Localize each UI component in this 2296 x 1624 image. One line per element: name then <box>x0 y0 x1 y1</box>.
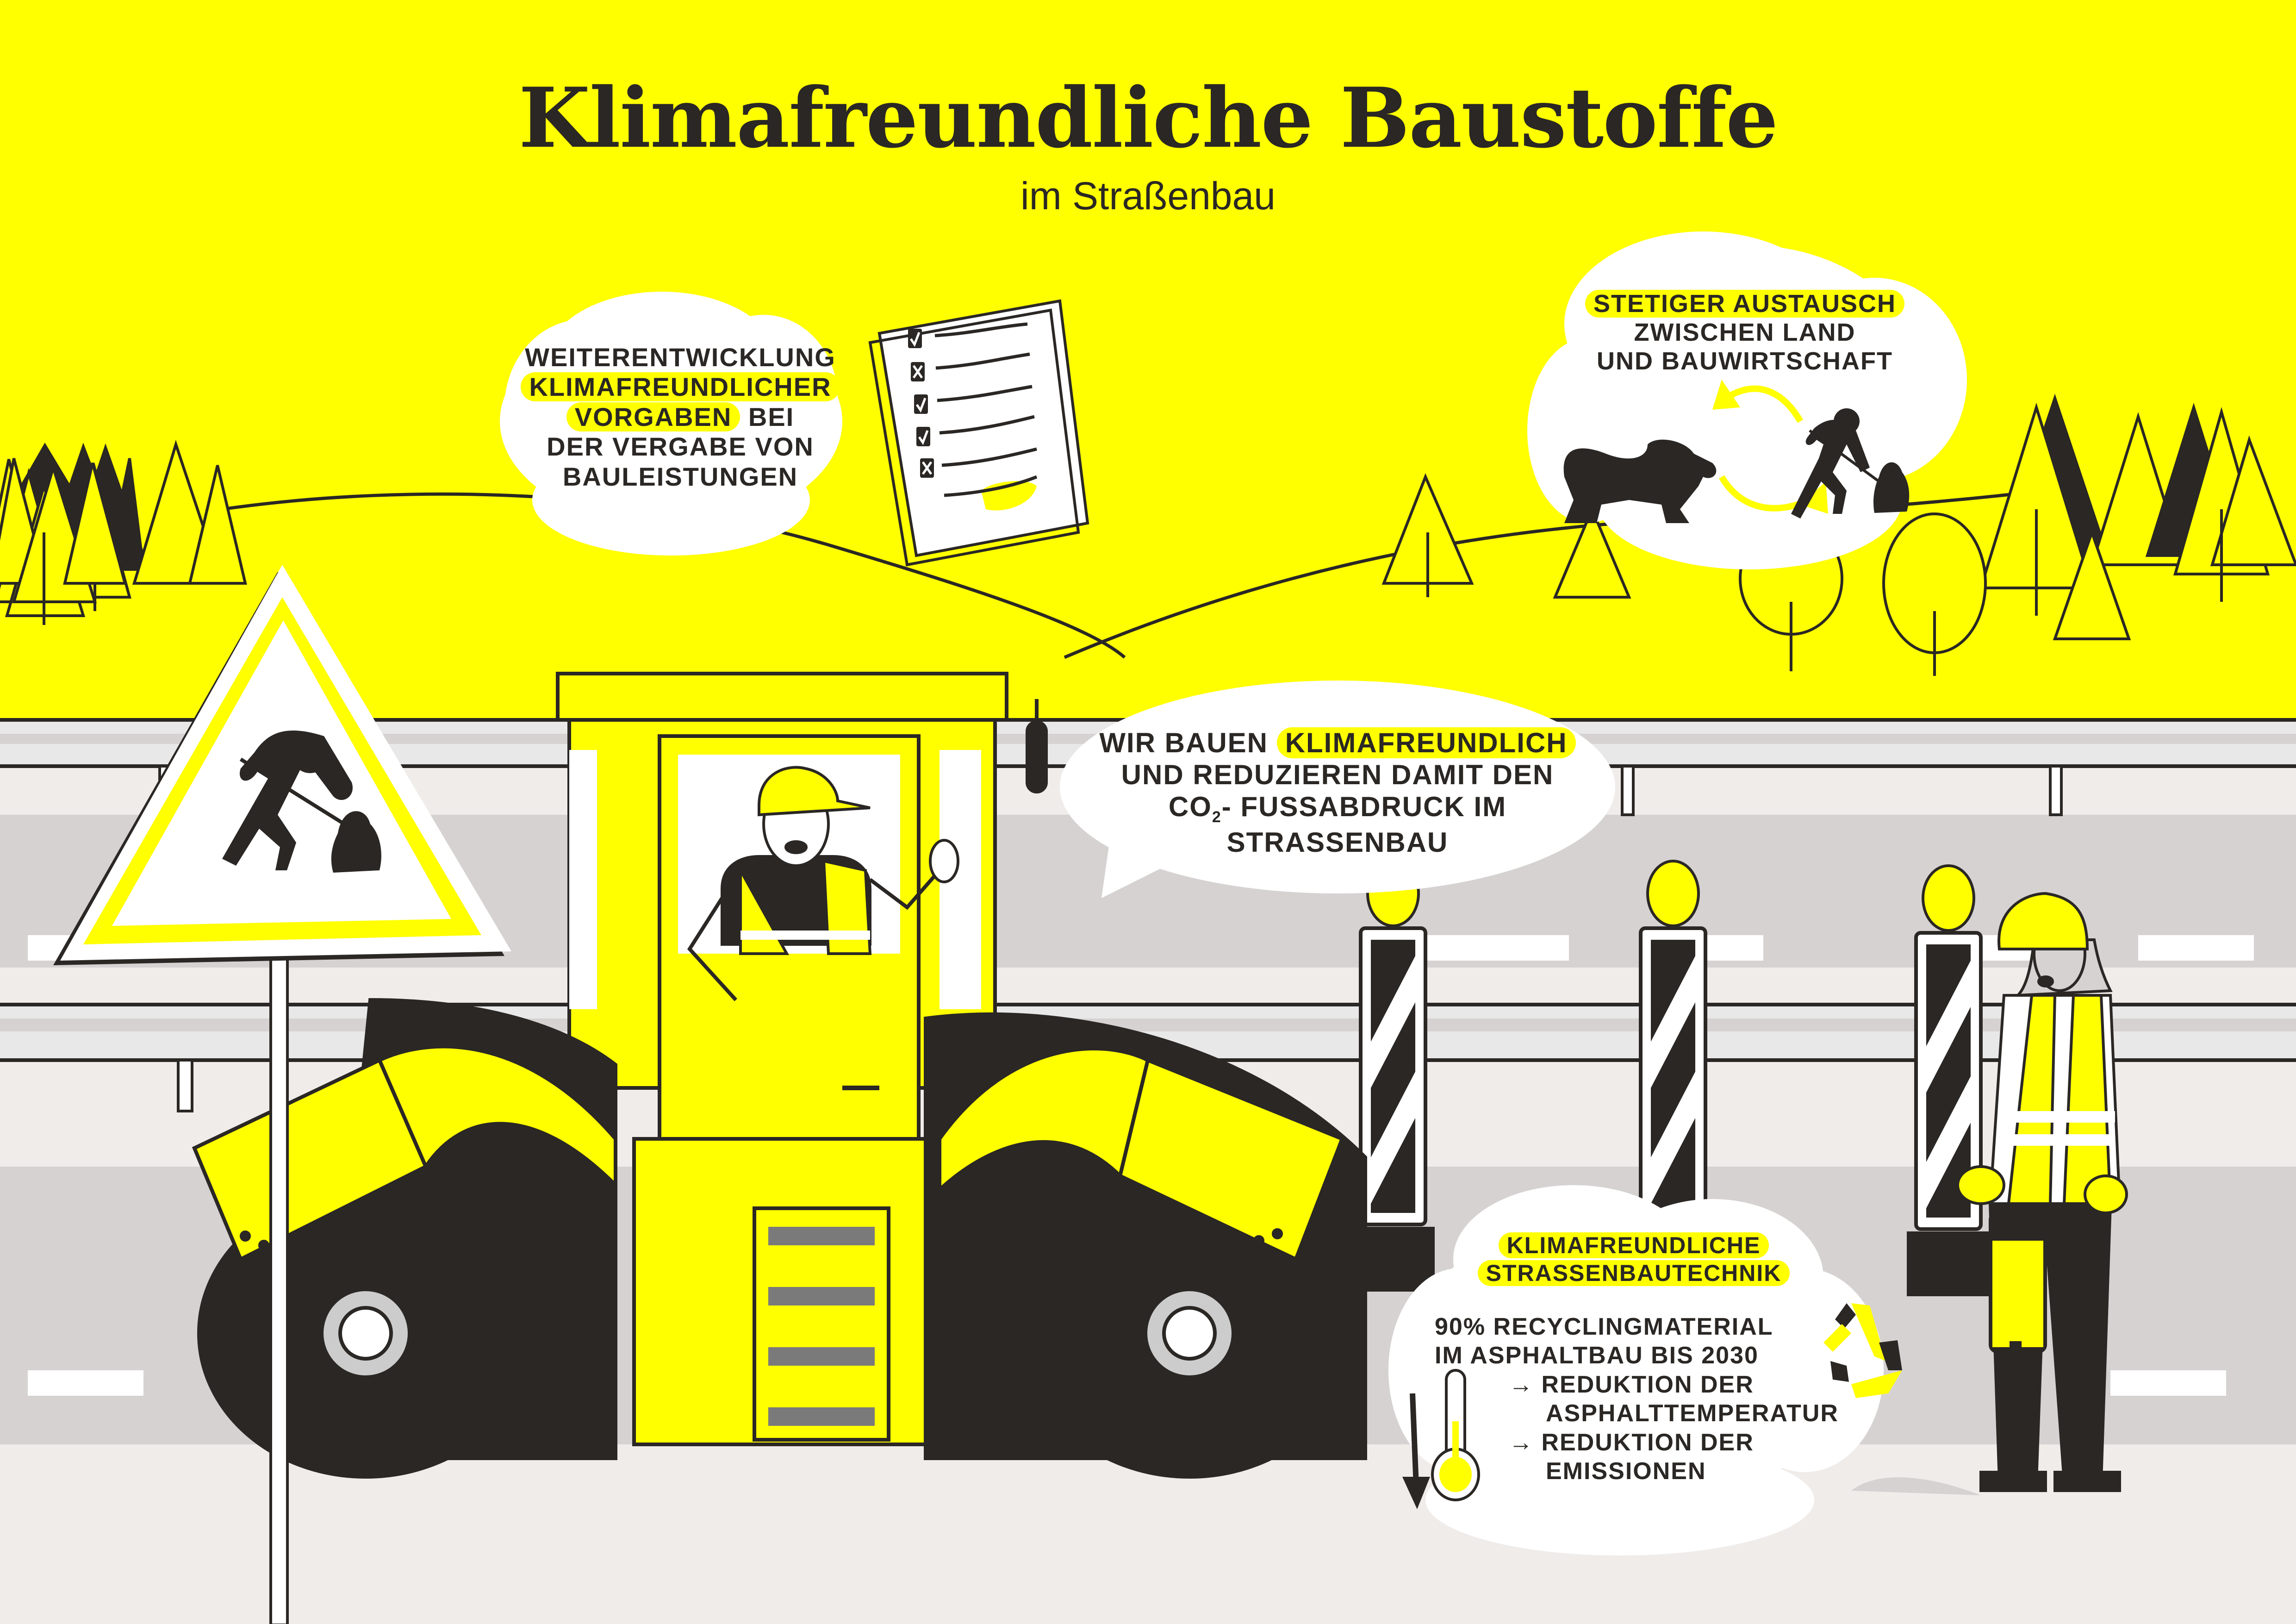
exchange-text: Stetiger Austausch zwischen Land und Bau… <box>1569 289 1921 375</box>
text-line: Weiterentwicklung <box>525 343 836 372</box>
female-worker <box>1851 892 2128 1495</box>
arrow-icon: → <box>1509 1429 1534 1456</box>
technique-body: 90% Recyclingmaterial im Asphaltbau bis … <box>1435 1312 1851 1486</box>
subscript-text: 2 <box>1212 808 1222 826</box>
text-fragment: Wir bauen <box>1099 727 1269 758</box>
text-line: und reduzieren damit den <box>1121 759 1554 790</box>
text-line: Bauleistungen <box>562 462 798 491</box>
page-subtitle: im Straßenbau <box>1020 174 1276 218</box>
roadworks-warning-sign <box>53 565 511 1624</box>
text-fragment: Reduktion der <box>1541 1429 1754 1456</box>
thermometer-icon <box>1431 1369 1480 1501</box>
road-roller <box>192 672 1367 1479</box>
text-fragment: CO <box>1168 791 1212 822</box>
highlight-text: Vorgaben <box>566 402 740 431</box>
text-fragment: - Fußabdruck im Straßenbau <box>1221 791 1507 858</box>
text-line: im Asphaltbau bis 2030 <box>1435 1342 1759 1369</box>
forest-left-2 <box>0 443 127 625</box>
statement-text: Wir bauen klimafreundlich und reduzieren… <box>1088 727 1587 858</box>
down-arrow-icon <box>1402 1393 1430 1509</box>
lion-coat-of-arms-icon <box>1563 439 1717 523</box>
warning-beacon <box>1907 864 1990 1296</box>
text-line: 90% Recyclingmaterial <box>1435 1313 1773 1340</box>
checklist-document <box>868 299 1089 567</box>
highlight-text: klimafreundlich <box>1276 727 1576 758</box>
highlight-text: klimafreundlicher <box>521 372 840 402</box>
roller-driver <box>687 766 959 1001</box>
cloud-bubble-technique <box>1388 1185 1884 1555</box>
highlight-text: Straßenbautechnik <box>1477 1260 1790 1286</box>
text-line: Asphalttemperatur <box>1546 1400 1839 1427</box>
roadworker-icon <box>222 730 381 873</box>
forest-right <box>1381 394 2296 676</box>
text-fragment: Reduktion der <box>1541 1371 1754 1398</box>
page-title: Klimafreundliche Baustoffe <box>518 69 1779 166</box>
text-line: zwischen Land <box>1634 319 1856 347</box>
technique-heading: Klimafreundliche Straßenbautechnik <box>1472 1231 1796 1287</box>
specifications-text: Weiterentwicklung klimafreundlicher Vorg… <box>518 343 842 492</box>
arrow-icon: → <box>1509 1371 1534 1398</box>
text-fragment: bei <box>748 402 795 431</box>
recycle-icon <box>1823 1303 1902 1398</box>
roadworker-icon <box>1791 408 1910 518</box>
text-line: der Vergabe von <box>547 432 814 462</box>
text-line: Emissionen <box>1546 1457 1706 1485</box>
text-line: und Bauwirtschaft <box>1597 347 1893 375</box>
highlight-text: Stetiger Austausch <box>1585 290 1905 318</box>
highlight-text: Klimafreundliche <box>1498 1232 1769 1258</box>
